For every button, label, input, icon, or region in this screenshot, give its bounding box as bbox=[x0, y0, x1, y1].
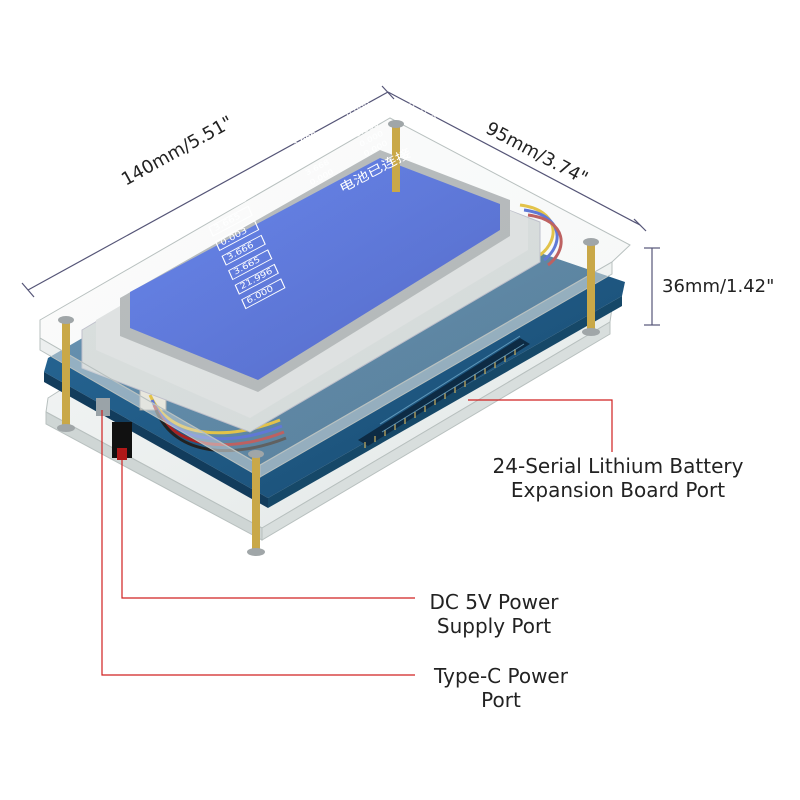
brass-standoffs bbox=[57, 120, 600, 556]
expansion-port-label-line2: Expansion Board Port bbox=[510, 478, 726, 502]
expansion-port-label-line1: 24-Serial Lithium Battery bbox=[492, 454, 744, 478]
width-dimension-line bbox=[387, 91, 641, 226]
dc-callout-line bbox=[121, 460, 415, 599]
length-dimension-line bbox=[27, 91, 389, 291]
dimension-lines bbox=[21, 85, 660, 326]
lcd-header-cell: 电压(V) bbox=[403, 39, 435, 62]
typec-port-label-line2: Port bbox=[481, 688, 521, 712]
typec-callout-line bbox=[101, 410, 415, 676]
dc-port-label-line1: DC 5V Power bbox=[429, 590, 559, 614]
expansion-callout-line bbox=[468, 399, 613, 452]
typec-port bbox=[96, 398, 110, 416]
dc-port-label-line2: Supply Port bbox=[436, 614, 552, 638]
lcd-header-cell: 电压(V) bbox=[348, 68, 380, 91]
expansion-header bbox=[358, 335, 530, 448]
typec-port-label: Type-C Power Port bbox=[416, 664, 586, 712]
lcd-header-cell: CH bbox=[328, 87, 344, 101]
lcd-header-cell: 电压(V) bbox=[292, 98, 324, 121]
lcd-header-cell: CH bbox=[272, 116, 288, 130]
lcd-column-3: 0.000 0.000 0.000 0.000 0.000 0.000 bbox=[395, 62, 443, 130]
top-acrylic-plate bbox=[39, 117, 631, 478]
dc-port-label: DC 5V Power Supply Port bbox=[414, 590, 574, 638]
height-dimension-label: 36mm/1.42" bbox=[662, 276, 775, 297]
lcd-column-2: 0.000 0.000 0.000 0.000 0.000 0.000 bbox=[341, 90, 389, 158]
typec-port-label-line1: Type-C Power bbox=[434, 664, 568, 688]
expansion-port-label: 24-Serial Lithium Battery Expansion Boar… bbox=[478, 454, 758, 502]
callout-lines bbox=[101, 399, 613, 676]
lcd-column-1: 3.665 3.666 3.666 3.665 3.668 0.000 bbox=[287, 119, 335, 187]
lcd-header-cell: CH bbox=[383, 57, 399, 72]
